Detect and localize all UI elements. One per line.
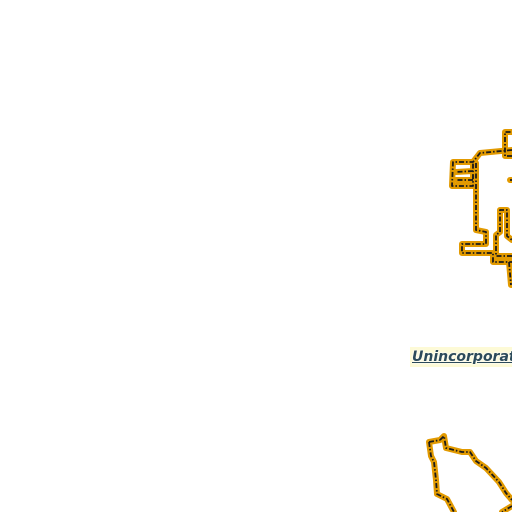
unincorporated-area-label: Unincorporat xyxy=(410,347,512,367)
upper-boundary xyxy=(449,129,512,288)
upper-boundary-line xyxy=(451,131,512,286)
lower-boundary-casing xyxy=(426,433,512,512)
lower-boundary xyxy=(426,433,512,512)
lower-boundary-line xyxy=(428,435,512,512)
